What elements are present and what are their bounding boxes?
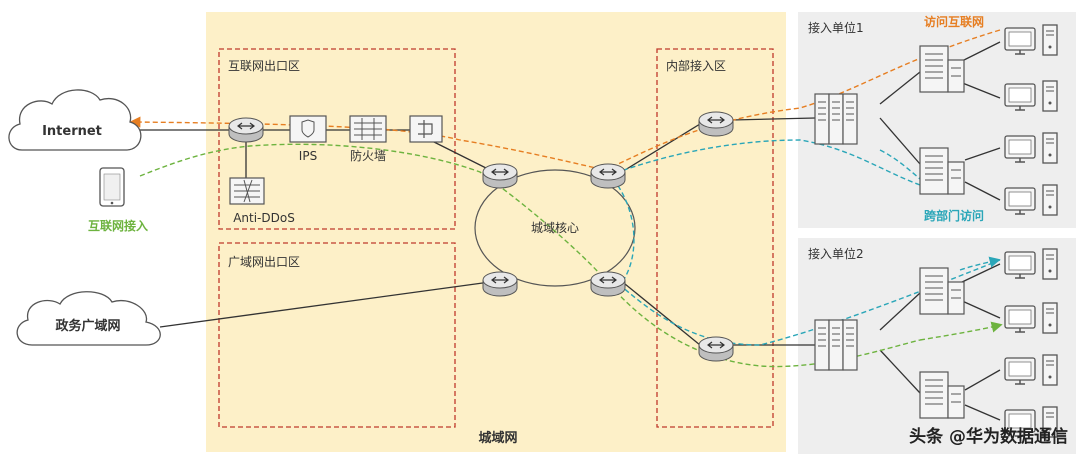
internet-label: Internet bbox=[42, 124, 102, 139]
gov-wan-label: 政务广域网 bbox=[55, 318, 120, 334]
unit2-pc-3 bbox=[1004, 354, 1058, 386]
firewall-device bbox=[349, 115, 387, 143]
core-router-bottom-right bbox=[590, 271, 626, 297]
visit-internet-label: 访问互联网 bbox=[924, 14, 984, 29]
metro-network-label: 城域网 bbox=[478, 430, 517, 446]
unit1-core-tower bbox=[814, 93, 858, 145]
ips-device bbox=[289, 115, 327, 143]
internal-access-zone bbox=[656, 48, 774, 428]
access-router-bottom bbox=[698, 336, 734, 362]
green-flow-unit2 bbox=[919, 321, 1003, 341]
anti-ddos-label: Anti-DDoS bbox=[233, 211, 295, 225]
anti-ddos-device bbox=[229, 177, 265, 205]
access-router-top bbox=[698, 111, 734, 137]
watermark: 头条 @华为数据通信 bbox=[909, 426, 1068, 447]
cyan-flow-arrow-1 bbox=[959, 256, 1001, 271]
exit-router bbox=[228, 117, 264, 143]
green-flow-internet-access bbox=[139, 143, 921, 368]
internet-cloud bbox=[8, 89, 142, 151]
unit2-pc-1 bbox=[1004, 248, 1058, 280]
access-unit-1-label: 接入单位1 bbox=[808, 20, 864, 35]
internet-exit-zone-label: 互联网出口区 bbox=[228, 59, 300, 73]
physical-links bbox=[132, 41, 1001, 421]
access-unit-2-label: 接入单位2 bbox=[808, 246, 864, 261]
wan-exit-zone bbox=[218, 242, 456, 428]
cyan-flow-cross-dept bbox=[608, 139, 1001, 346]
cross-dept-label: 跨部门访问 bbox=[924, 208, 984, 223]
metro-core-ring bbox=[474, 169, 636, 287]
metro-core-label: 城域核心 bbox=[531, 221, 579, 235]
internal-access-zone-label: 内部接入区 bbox=[666, 58, 726, 73]
tablet-icon bbox=[99, 167, 125, 207]
gov-wan-cloud bbox=[16, 291, 161, 346]
internet-access-label: 互联网接入 bbox=[88, 218, 148, 233]
unit2-pc-2 bbox=[1004, 302, 1058, 334]
core-router-top-left bbox=[482, 163, 518, 189]
unit2-core-tower bbox=[814, 319, 858, 371]
metro-network-zone bbox=[206, 12, 786, 452]
core-router-bottom-left bbox=[482, 271, 518, 297]
core-router-top-right bbox=[590, 163, 626, 189]
wan-exit-zone-label: 广域网出口区 bbox=[228, 255, 300, 269]
ips-label: IPS bbox=[299, 149, 317, 163]
unit1-pc-1 bbox=[1004, 24, 1058, 56]
switch-device bbox=[409, 115, 443, 143]
cyan-flow-arrow-2 bbox=[879, 149, 938, 194]
unit1-pc-3 bbox=[1004, 132, 1058, 164]
unit1-pc-4 bbox=[1004, 184, 1058, 216]
firewall-label: 防火墙 bbox=[350, 148, 386, 163]
unit1-pc-2 bbox=[1004, 80, 1058, 112]
